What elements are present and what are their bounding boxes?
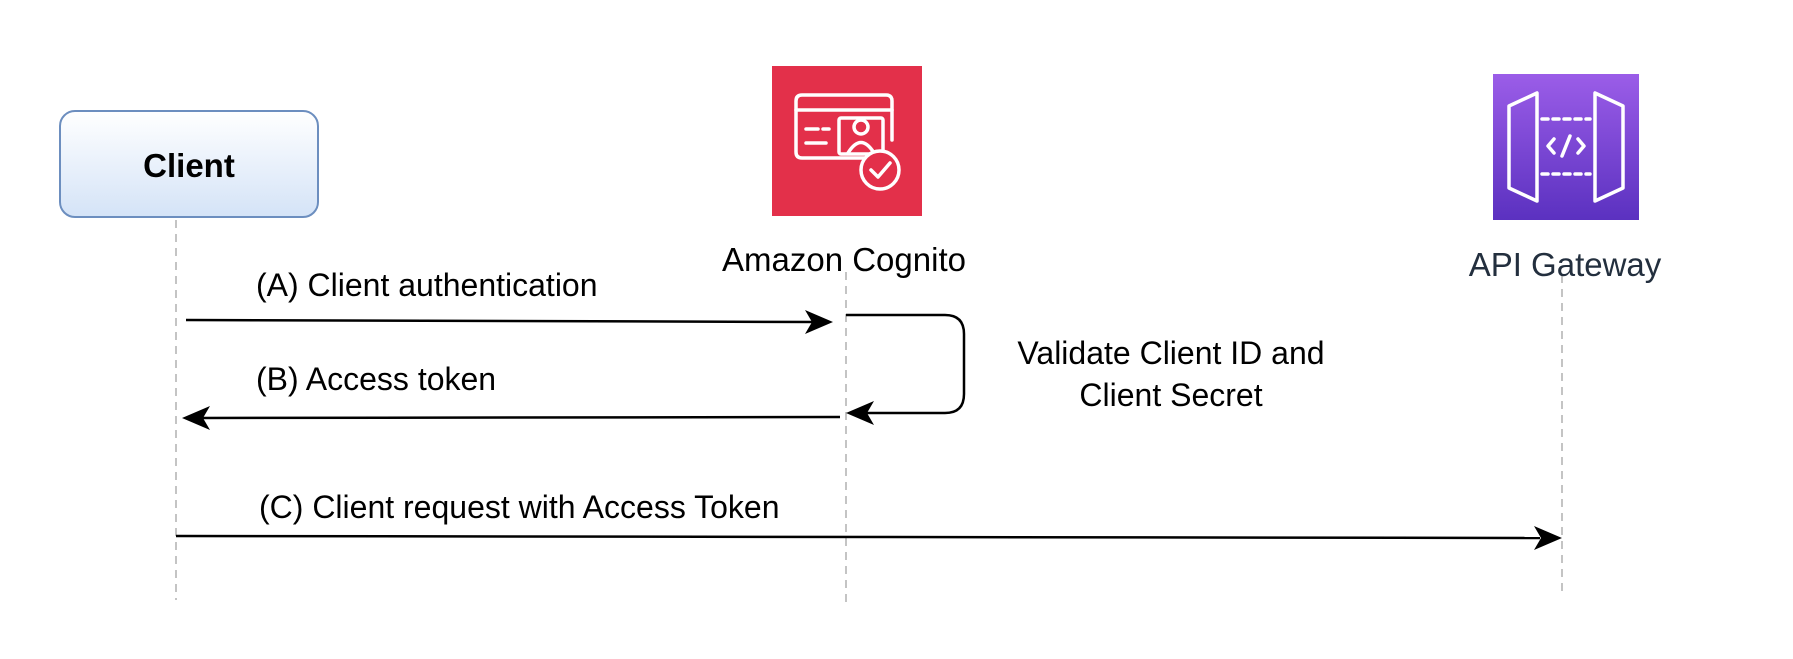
apigw-label: API Gateway [1469,246,1662,283]
client-participant[interactable]: Client [59,110,319,218]
client-label: Client [143,147,235,184]
message-c-arrow [175,526,1562,550]
message-a-label: (A) Client authentication [256,267,598,303]
cognito-icon [772,66,922,216]
self-validation-arrow [846,313,966,425]
self-validation-label-line2: Client Secret [1079,377,1262,413]
message-b-arrow [182,406,841,430]
cognito-label: Amazon Cognito [722,241,966,278]
message-a-arrow [185,310,833,334]
self-validation-label-line1: Validate Client ID and [1017,335,1324,371]
message-c-label: (C) Client request with Access Token [259,489,780,525]
message-b-label: (B) Access token [256,361,496,397]
api-gateway-icon [1493,74,1639,220]
